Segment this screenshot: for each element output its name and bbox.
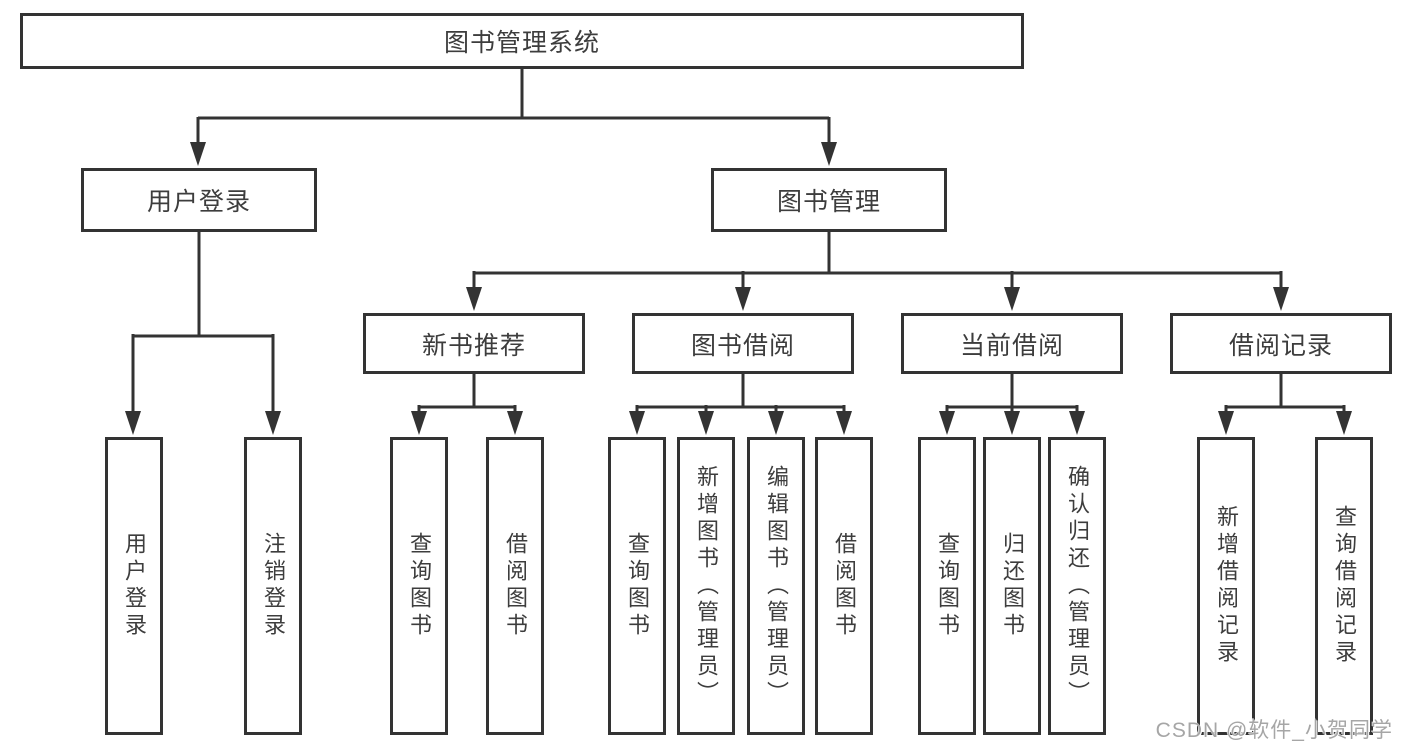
node-label: 新增借阅记录 xyxy=(1214,505,1239,667)
leaf-query-books-current: 查询图书 xyxy=(918,437,976,735)
leaf-query-books-borrowing: 查询图书 xyxy=(608,437,666,735)
node-label: 用户登录 xyxy=(146,188,251,216)
node-new-book-recommend: 新书推荐 xyxy=(363,313,585,374)
node-label: 用户登录 xyxy=(122,532,147,640)
arrow-down-icon xyxy=(939,411,955,435)
arrow-down-icon xyxy=(735,287,751,311)
node-label: 图书管理 xyxy=(776,188,881,216)
arrow-down-icon xyxy=(836,411,852,435)
leaf-query-borrow-record: 查询借阅记录 xyxy=(1315,437,1373,735)
node-current-borrowing: 当前借阅 xyxy=(901,313,1123,374)
node-label: 借阅图书 xyxy=(832,532,857,640)
arrow-down-icon xyxy=(507,411,523,435)
arrow-down-icon xyxy=(698,411,714,435)
leaf-edit-book-admin: 编辑图书（管理员） xyxy=(747,437,805,735)
connector-book-management-branch xyxy=(472,230,1283,291)
connector-borrowing-records-branch xyxy=(1224,373,1346,415)
leaf-borrow-books-borrowing: 借阅图书 xyxy=(815,437,873,735)
connector-root-to-level2 xyxy=(196,67,831,146)
node-label: 当前借阅 xyxy=(959,331,1064,360)
node-label: 查询图书 xyxy=(407,532,432,640)
node-library-management-system: 图书管理系统 xyxy=(20,13,1024,69)
arrow-down-icon xyxy=(125,411,141,435)
arrow-down-icon xyxy=(466,287,482,311)
leaf-confirm-return-admin: 确认归还（管理员） xyxy=(1048,437,1106,735)
leaf-add-book-admin: 新增图书（管理员） xyxy=(677,437,735,735)
arrow-down-icon xyxy=(265,411,281,435)
arrow-down-icon xyxy=(629,411,645,435)
node-label: 新增图书（管理员） xyxy=(694,464,719,708)
arrow-down-icon xyxy=(821,142,837,166)
node-label: 借阅图书 xyxy=(503,532,528,640)
node-label: 编辑图书（管理员） xyxy=(764,464,789,708)
leaf-return-books: 归还图书 xyxy=(983,437,1041,735)
connector-new-book-recommend-branch xyxy=(417,373,517,415)
node-label: 确认归还（管理员） xyxy=(1065,464,1090,708)
node-label: 查询图书 xyxy=(625,532,650,640)
leaf-query-books-recommend: 查询图书 xyxy=(390,437,448,735)
node-label: 新书推荐 xyxy=(421,331,526,360)
connector-book-borrowing-branch xyxy=(635,373,846,415)
node-book-borrowing: 图书借阅 xyxy=(632,313,854,374)
connector-user-login-branch xyxy=(131,230,275,415)
arrow-down-icon xyxy=(411,411,427,435)
node-label: 注销登录 xyxy=(261,532,286,640)
connector-current-borrowing-branch xyxy=(945,373,1079,415)
arrow-down-icon xyxy=(1218,411,1234,435)
leaf-borrow-books-recommend: 借阅图书 xyxy=(486,437,544,735)
node-label: 借阅记录 xyxy=(1228,331,1333,360)
node-label: 图书借阅 xyxy=(690,331,795,360)
arrow-down-icon xyxy=(1004,287,1020,311)
node-borrowing-records: 借阅记录 xyxy=(1170,313,1392,374)
node-label: 查询图书 xyxy=(935,532,960,640)
node-label: 图书管理系统 xyxy=(443,29,600,57)
arrow-down-icon xyxy=(1273,287,1289,311)
arrow-down-icon xyxy=(1004,411,1020,435)
node-book-management: 图书管理 xyxy=(711,168,947,232)
arrow-down-icon xyxy=(768,411,784,435)
arrow-down-icon xyxy=(190,142,206,166)
leaf-add-borrow-record: 新增借阅记录 xyxy=(1197,437,1255,735)
node-label: 查询借阅记录 xyxy=(1332,505,1357,667)
arrow-down-icon xyxy=(1069,411,1085,435)
arrow-down-icon xyxy=(1336,411,1352,435)
node-label: 归还图书 xyxy=(1000,532,1025,640)
leaf-logout: 注销登录 xyxy=(244,437,302,735)
csdn-watermark: CSDN @软件_小贺同学 xyxy=(1155,719,1393,742)
node-user-login: 用户登录 xyxy=(81,168,317,232)
leaf-user-login: 用户登录 xyxy=(105,437,163,735)
